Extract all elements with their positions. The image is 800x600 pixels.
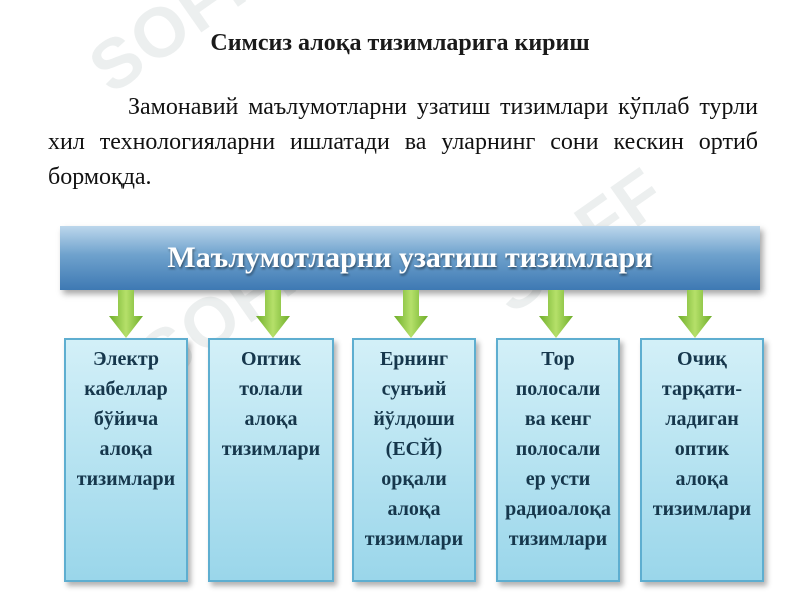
branch-optical-fiber: Оптик толали алоқа тизимлари (208, 338, 334, 582)
page-title: Симсиз алоқа тизимларига кириш (210, 30, 590, 56)
arrow-down-icon (256, 290, 290, 338)
arrow-down-icon (678, 290, 712, 338)
arrow-down-icon (109, 290, 143, 338)
branch-radio: Тор полосали ва кенг полосали ер усти ра… (496, 338, 620, 582)
branch-electric-cable: Электр кабеллар бўйича алоқа тизимлари (64, 338, 188, 582)
arrow-down-icon (539, 290, 573, 338)
intro-paragraph: Замонавий маълумотларни узатиш тизимлари… (48, 94, 758, 190)
branch-satellite: Ернинг сунъий йўлдоши (ЕСЙ) орқали алоқа… (352, 338, 476, 582)
branch-free-space-optical: Очиқ тарқати- ладиган оптик алоқа тизимл… (640, 338, 764, 582)
arrow-down-icon (394, 290, 428, 338)
root-banner: Маълумотларни узатиш тизимлари (60, 226, 760, 290)
